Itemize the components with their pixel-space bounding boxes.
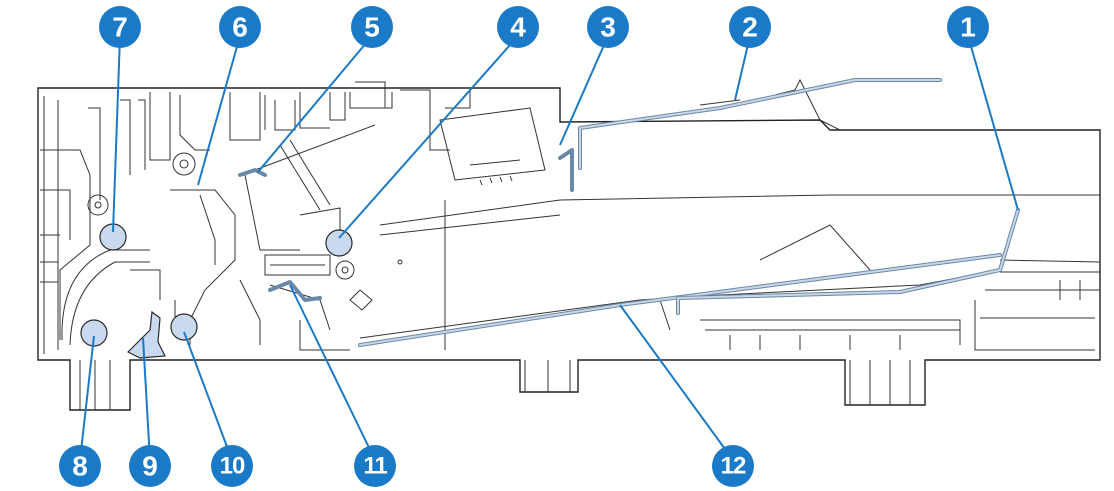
callout-7-label: 7 [112, 12, 128, 43]
roller-4 [325, 229, 353, 257]
feeder-housing-line-art [37, 78, 1101, 411]
callout-12-label: 12 [721, 453, 746, 480]
callout-11-label: 11 [363, 453, 387, 480]
callout-leader-lines [79, 35, 1019, 461]
callout-9-label: 9 [142, 451, 158, 482]
callout-12: 12 [712, 445, 754, 487]
callout-8: 8 [59, 445, 101, 487]
callout-4-label: 4 [510, 12, 526, 43]
callout-3: 3 [587, 6, 629, 48]
callout-1: 1 [947, 6, 989, 48]
callout-4: 4 [497, 6, 539, 48]
callout-1-label: 1 [960, 12, 976, 43]
callout-10-label: 10 [220, 453, 245, 480]
callout-5: 5 [351, 6, 393, 48]
roller-10 [170, 313, 198, 341]
callout-9: 9 [129, 445, 171, 487]
separation-pad [126, 310, 166, 359]
callout-5-label: 5 [364, 12, 380, 43]
callout-2: 2 [729, 6, 771, 48]
callout-6-label: 6 [232, 12, 248, 43]
callout-3-label: 3 [600, 12, 616, 43]
callout-7: 7 [99, 6, 141, 48]
rollers [80, 223, 353, 347]
callout-10: 10 [211, 445, 253, 487]
callout-8-label: 8 [72, 451, 88, 482]
callout-11: 11 [354, 445, 396, 487]
callout-6: 6 [219, 6, 261, 48]
callout-2-label: 2 [742, 12, 758, 43]
roller-8 [80, 319, 108, 347]
